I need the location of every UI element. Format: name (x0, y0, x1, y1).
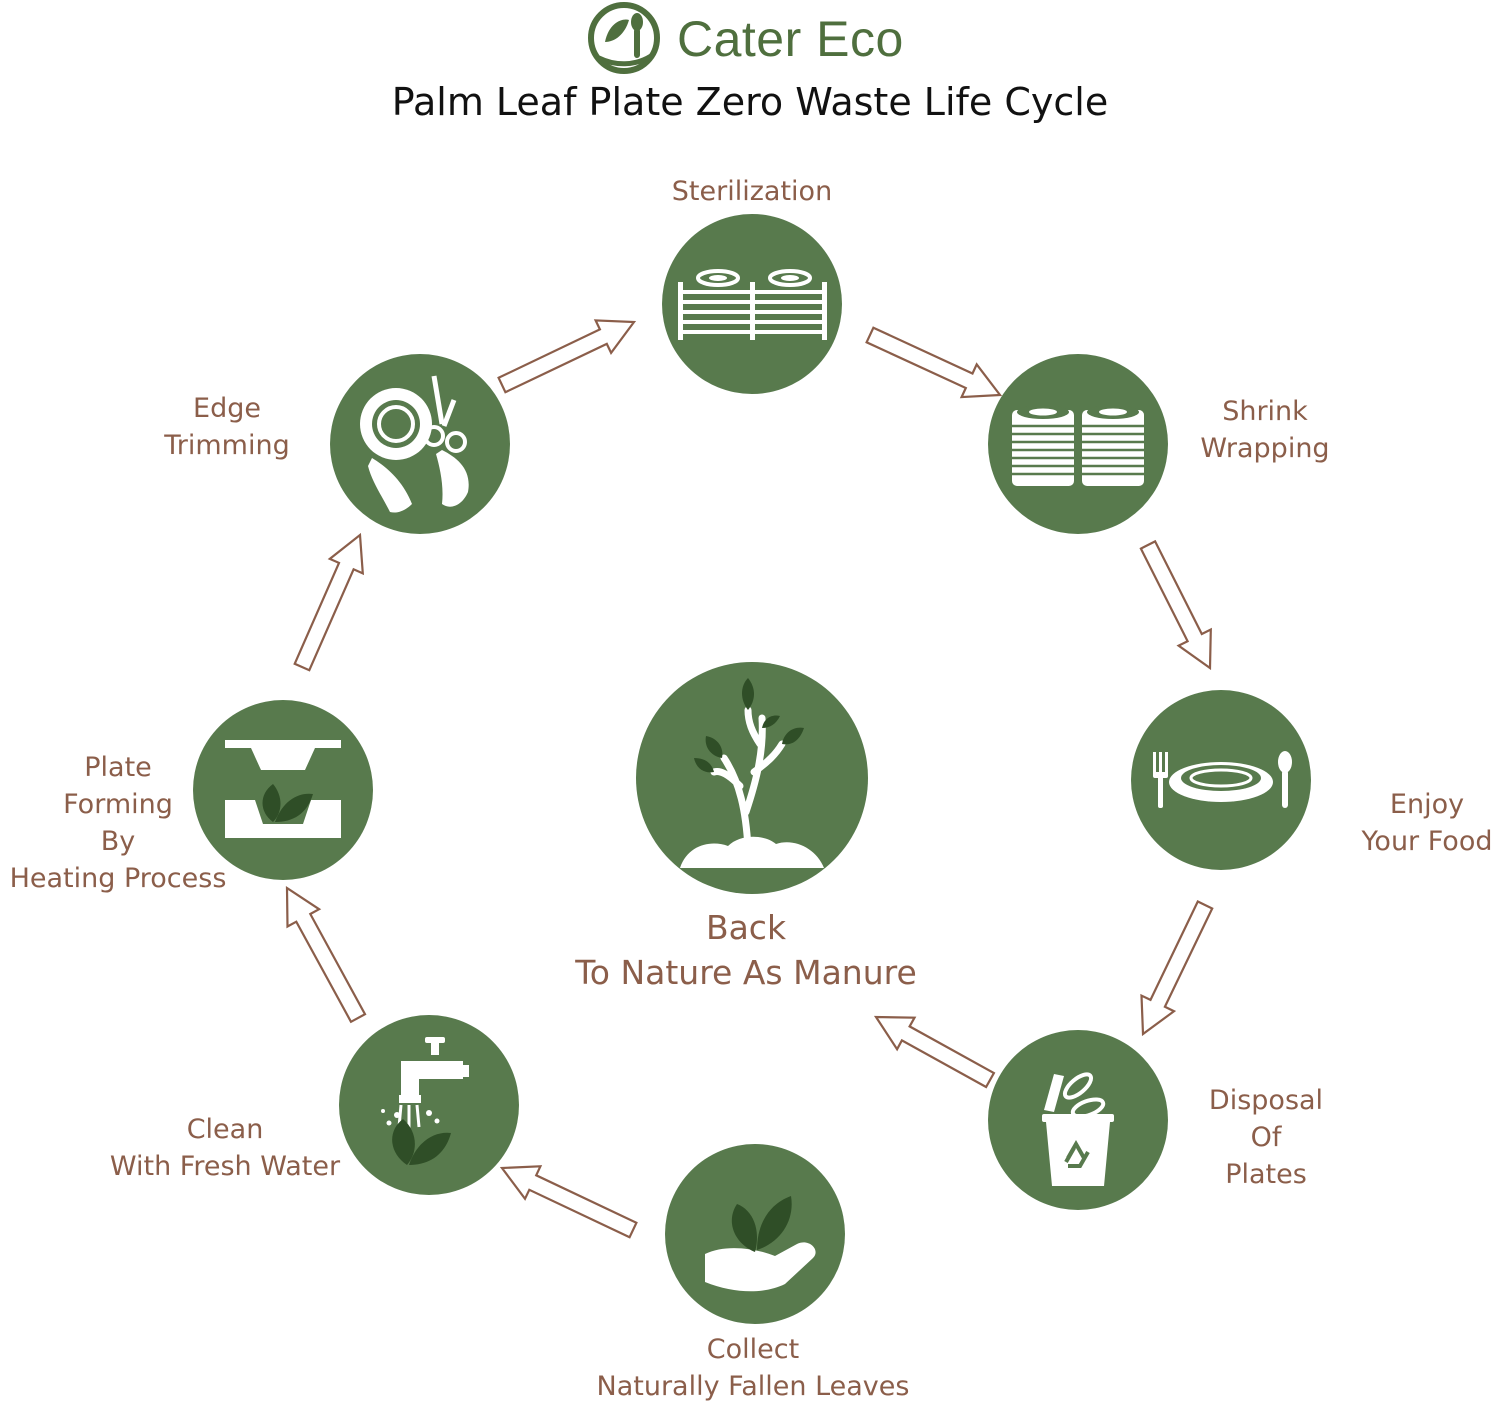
leaf-spoon-logo-icon (588, 2, 660, 74)
step-node-enjoy-your-food (1131, 690, 1311, 870)
brand-name: Cater Eco (677, 11, 904, 67)
sterilization-rack-icon (678, 269, 827, 340)
arrow-collect-to-clean (499, 1165, 638, 1239)
step-label-sterilization: Sterilization (671, 176, 833, 207)
step-node-edge-trimming (330, 354, 510, 534)
arrow-clean-to-forming (285, 885, 367, 1024)
page-title: Palm Leaf Plate Zero Waste Life Cycle (391, 80, 1109, 124)
recycle-bin-icon (1042, 1072, 1114, 1186)
step-node-collect-leaves (665, 1144, 845, 1324)
center-node-back-to-nature (636, 662, 868, 894)
step-node-disposal-of-plates (988, 1030, 1168, 1210)
brand: Cater Eco (585, 0, 904, 78)
arrow-sterilization-to-shrink (865, 326, 1003, 399)
step-node-shrink-wrapping (988, 354, 1168, 534)
faucet-leaf-icon (381, 1037, 469, 1165)
plate-stack-icon (1012, 405, 1144, 486)
arrow-shrink-to-enjoy (1139, 539, 1212, 671)
hand-leaf-icon (705, 1196, 816, 1292)
sapling-soil-icon (680, 678, 824, 868)
scissors-plate-icon (360, 375, 469, 513)
step-node-clean (339, 1015, 519, 1195)
arrow-forming-to-trimming (293, 532, 365, 672)
step-node-sterilization (662, 214, 842, 394)
arrow-trimming-to-sterilization (497, 319, 637, 394)
plate-fork-spoon-icon (1153, 751, 1292, 808)
mould-press-icon (225, 740, 341, 838)
step-node-plate-forming (193, 700, 373, 880)
arrow-enjoy-to-disposal (1140, 900, 1214, 1037)
arrow-disposal-to-center (873, 1015, 996, 1089)
